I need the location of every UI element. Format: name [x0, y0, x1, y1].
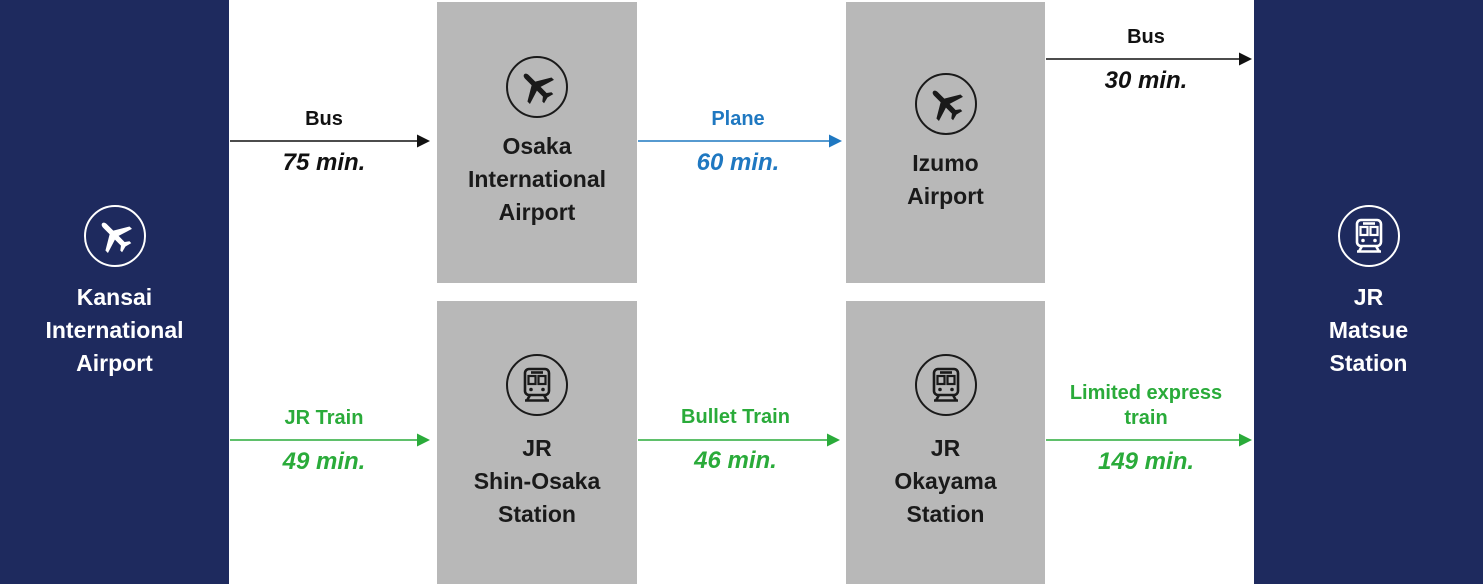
station-label: Osaka International Airport	[467, 133, 606, 225]
train-icon	[1337, 204, 1400, 267]
segment-mode: Bus	[1127, 26, 1165, 48]
train-icon	[914, 354, 977, 416]
segment-time: 30 min.	[1104, 67, 1188, 94]
arrow-limited-express	[1046, 433, 1252, 447]
segment-plane: Plane 60 min.	[638, 107, 838, 178]
destination-panel: JR Matsue Station	[1254, 0, 1483, 584]
arrow-plane	[638, 134, 842, 148]
train-icon	[506, 354, 568, 416]
segment-time: 49 min.	[282, 448, 366, 475]
origin-panel: Kansai International Airport	[0, 0, 229, 584]
airplane-icon	[914, 72, 977, 135]
segment-limited-express: Limited express train 149 min.	[1046, 381, 1246, 477]
origin-label: Kansai International Airport	[45, 283, 184, 376]
segment-mode: Limited express train	[1069, 382, 1223, 429]
segment-bullet-train: Bullet Train 46 min.	[638, 405, 833, 476]
arrow-bus-1	[230, 134, 430, 148]
station-shin-osaka: JR Shin-Osaka Station	[437, 301, 637, 584]
destination-label: JR Matsue Station	[1328, 283, 1409, 376]
station-label: JR Shin-Osaka Station	[473, 435, 601, 527]
arrow-bullet-train	[638, 433, 840, 447]
station-okayama: JR Okayama Station	[846, 301, 1045, 584]
airplane-icon	[506, 56, 568, 118]
station-label: Izumo Airport	[907, 149, 984, 209]
segment-time: 75 min.	[282, 149, 366, 176]
arrow-jr-train	[230, 433, 430, 447]
segment-bus-1: Bus 75 min.	[229, 107, 419, 178]
segment-time: 149 min.	[1097, 448, 1195, 475]
segment-jr-train: JR Train 49 min.	[229, 406, 419, 477]
segment-mode: Bus	[305, 108, 343, 130]
arrow-bus-2	[1046, 52, 1252, 66]
segment-mode: Bullet Train	[681, 406, 790, 428]
segment-time: 46 min.	[694, 447, 777, 474]
segment-bus-2: Bus 30 min.	[1046, 25, 1246, 96]
segment-mode: JR Train	[284, 407, 364, 429]
station-izumo-airport: Izumo Airport	[846, 2, 1045, 283]
segment-mode: Plane	[711, 108, 765, 130]
segment-time: 60 min.	[696, 149, 780, 176]
station-label: JR Okayama Station	[894, 435, 997, 527]
airplane-icon	[83, 204, 146, 267]
station-osaka-airport: Osaka International Airport	[437, 2, 637, 283]
